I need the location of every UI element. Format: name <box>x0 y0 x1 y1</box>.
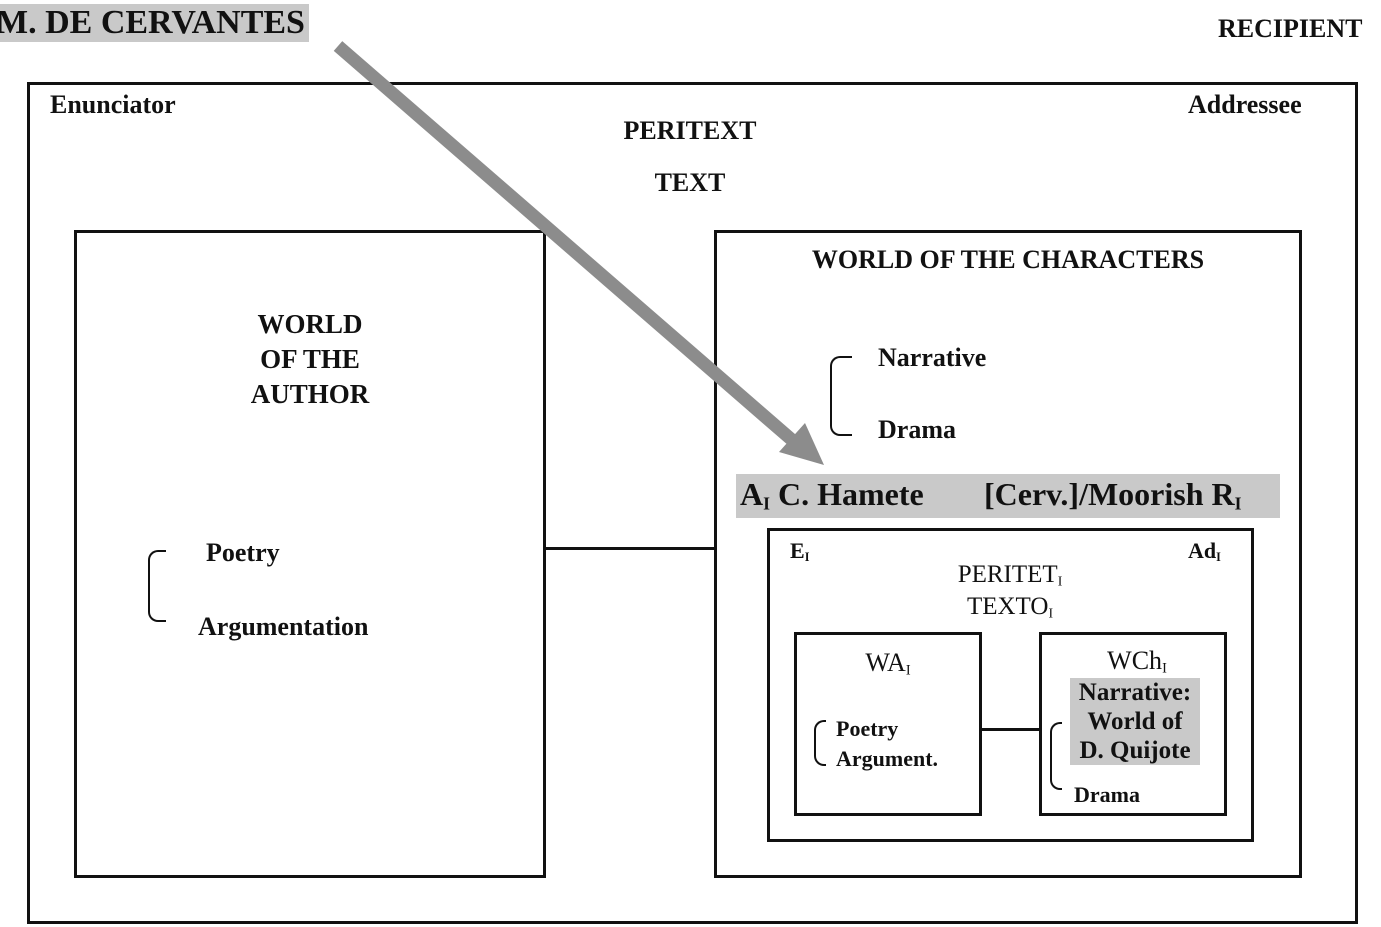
addressee-label: Addressee <box>1188 90 1302 119</box>
wch-genre-drama: Drama <box>1074 782 1140 807</box>
hamete-bar <box>736 474 1280 518</box>
worlds-connector <box>546 547 716 550</box>
peritext-label: PERITEXT <box>623 116 757 145</box>
author-genre-brace <box>148 550 166 622</box>
author-label: M. DE CERVANTES <box>0 4 309 42</box>
hamete-author-label: AI C. Hamete <box>740 476 924 514</box>
wa-genre-argument: Argument. <box>836 746 939 771</box>
wch-box <box>1039 632 1227 816</box>
wa-genre-poetry: Poetry <box>836 716 899 741</box>
world-of-author-title: WORLD OF THE AUTHOR <box>250 309 370 409</box>
world-of-author-box <box>74 230 546 878</box>
inner-addressee-label: AdI <box>1188 538 1221 565</box>
author-genre-argumentation: Argumentation <box>198 612 369 641</box>
inner-frame <box>767 528 1254 842</box>
inner-peritext-label: PERITETI TEXTOI <box>957 561 1063 621</box>
inner-worlds-connector <box>982 728 1040 731</box>
inner-enunciator-label: EI <box>790 538 810 565</box>
characters-genre-narrative: Narrative <box>878 343 987 372</box>
recipient-label: RECIPIENT <box>1218 14 1363 43</box>
hamete-reader-label: [Cerv.]/Moorish RI <box>984 476 1242 514</box>
enunciator-label: Enunciator <box>50 90 176 119</box>
text-label: TEXT <box>654 168 726 197</box>
world-of-characters-box <box>714 230 1302 878</box>
wa-title: WAI <box>865 648 911 679</box>
world-of-characters-title: WORLD OF THE CHARACTERS <box>811 245 1205 274</box>
wa-genre-brace <box>814 720 826 766</box>
author-genre-poetry: Poetry <box>206 538 280 567</box>
wch-genre-brace <box>1050 722 1062 790</box>
wch-title: WChI <box>1107 646 1167 677</box>
wch-narrative-highlight: Narrative: World of D. Quijote <box>1070 678 1200 765</box>
characters-genre-drama: Drama <box>878 415 956 444</box>
wa-box <box>794 632 982 816</box>
characters-genre-brace <box>830 356 852 436</box>
